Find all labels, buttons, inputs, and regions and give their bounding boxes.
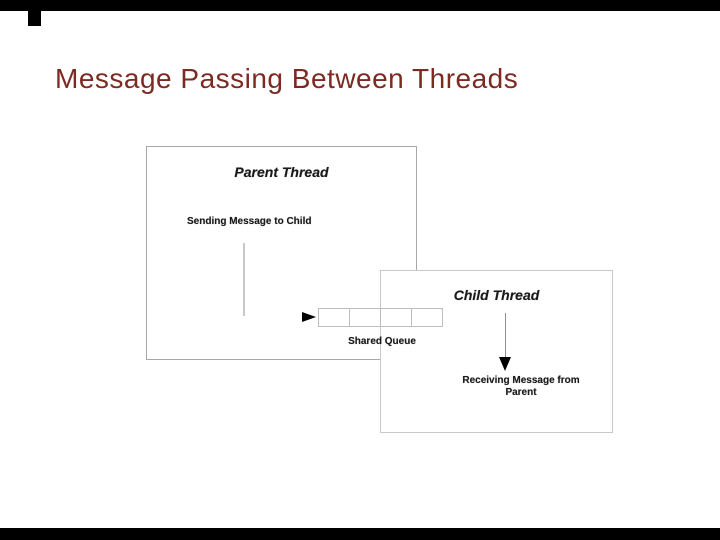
queue-cell (318, 308, 350, 327)
queue-cell (380, 308, 412, 327)
shared-queue-label: Shared Queue (348, 336, 416, 347)
queue-cell (411, 308, 443, 327)
child-arrow-line (505, 313, 507, 359)
sending-message-label: Sending Message to Child (187, 216, 312, 227)
slide-title: Message Passing Between Threads (55, 63, 519, 94)
parent-connector-line (243, 243, 245, 316)
parent-thread-label: Parent Thread (234, 164, 329, 180)
top-left-black-tab (28, 0, 41, 26)
bottom-letterbox-bar (0, 528, 720, 540)
receiving-message-line2: Parent (505, 386, 537, 398)
receiving-message-line1: Receiving Message from (462, 375, 580, 386)
parent-thread-box: Parent Thread (146, 146, 417, 360)
down-arrow-icon (499, 357, 511, 371)
child-thread-label: Child Thread (453, 287, 540, 303)
receiving-message-label: Receiving Message from Parent (460, 375, 582, 398)
queue-cell (349, 308, 381, 327)
shared-queue (318, 308, 443, 327)
child-thread-box: Child Thread (380, 270, 613, 433)
top-letterbox-bar (0, 0, 720, 11)
queue-input-arrow-icon (302, 312, 316, 322)
